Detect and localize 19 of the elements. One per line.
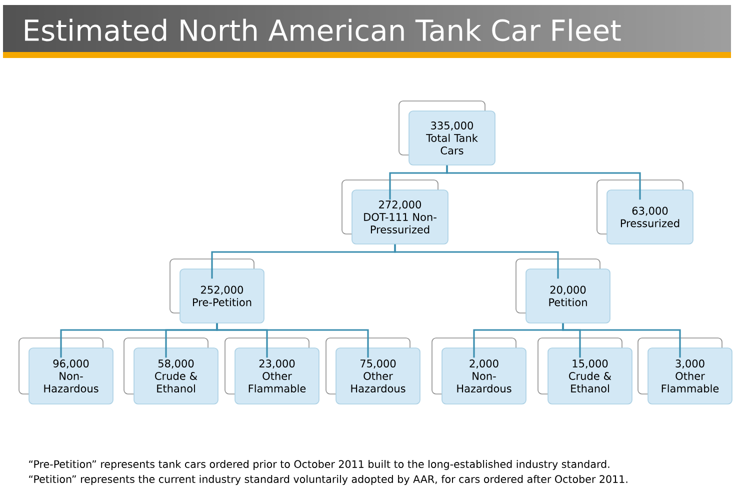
node-box: 335,000 Total Tank Cars (398, 100, 496, 166)
node-box: 3,000 Other Flammable (638, 338, 732, 404)
node-box: 15,000 Crude & Ethanol (538, 338, 632, 404)
node-box: 20,000 Petition (516, 258, 610, 324)
node-box: 2,000 Non-Hazardous (432, 338, 526, 404)
node-box: 96,000 Non-Hazardous (18, 338, 114, 404)
node-box: 23,000 Other Flammable (224, 338, 320, 404)
node-box: 252,000 Pre-Petition (170, 258, 264, 324)
connector (216, 323, 369, 358)
node-box: 75,000 Other Hazardous (326, 338, 420, 404)
footnote: “Pre-Petition” represents tank cars ordered prior to October 2011 built to the long-established industry standard. (29, 460, 610, 470)
node-box: 63,000 Pressurized (596, 180, 694, 244)
title: Estimated North American Tank Car Fleet (25, 18, 621, 42)
connector (394, 244, 559, 279)
connector (562, 323, 681, 358)
connector (446, 165, 641, 200)
footnote: “Petition” represents the current industry standard voluntarily adopted by AAR, for cars ordered after October 2011. (29, 475, 628, 485)
node-box: 272,000 DOT-111 Non-Pressurized (342, 180, 448, 244)
node-box: 58,000 Crude & Ethanol (124, 338, 218, 404)
